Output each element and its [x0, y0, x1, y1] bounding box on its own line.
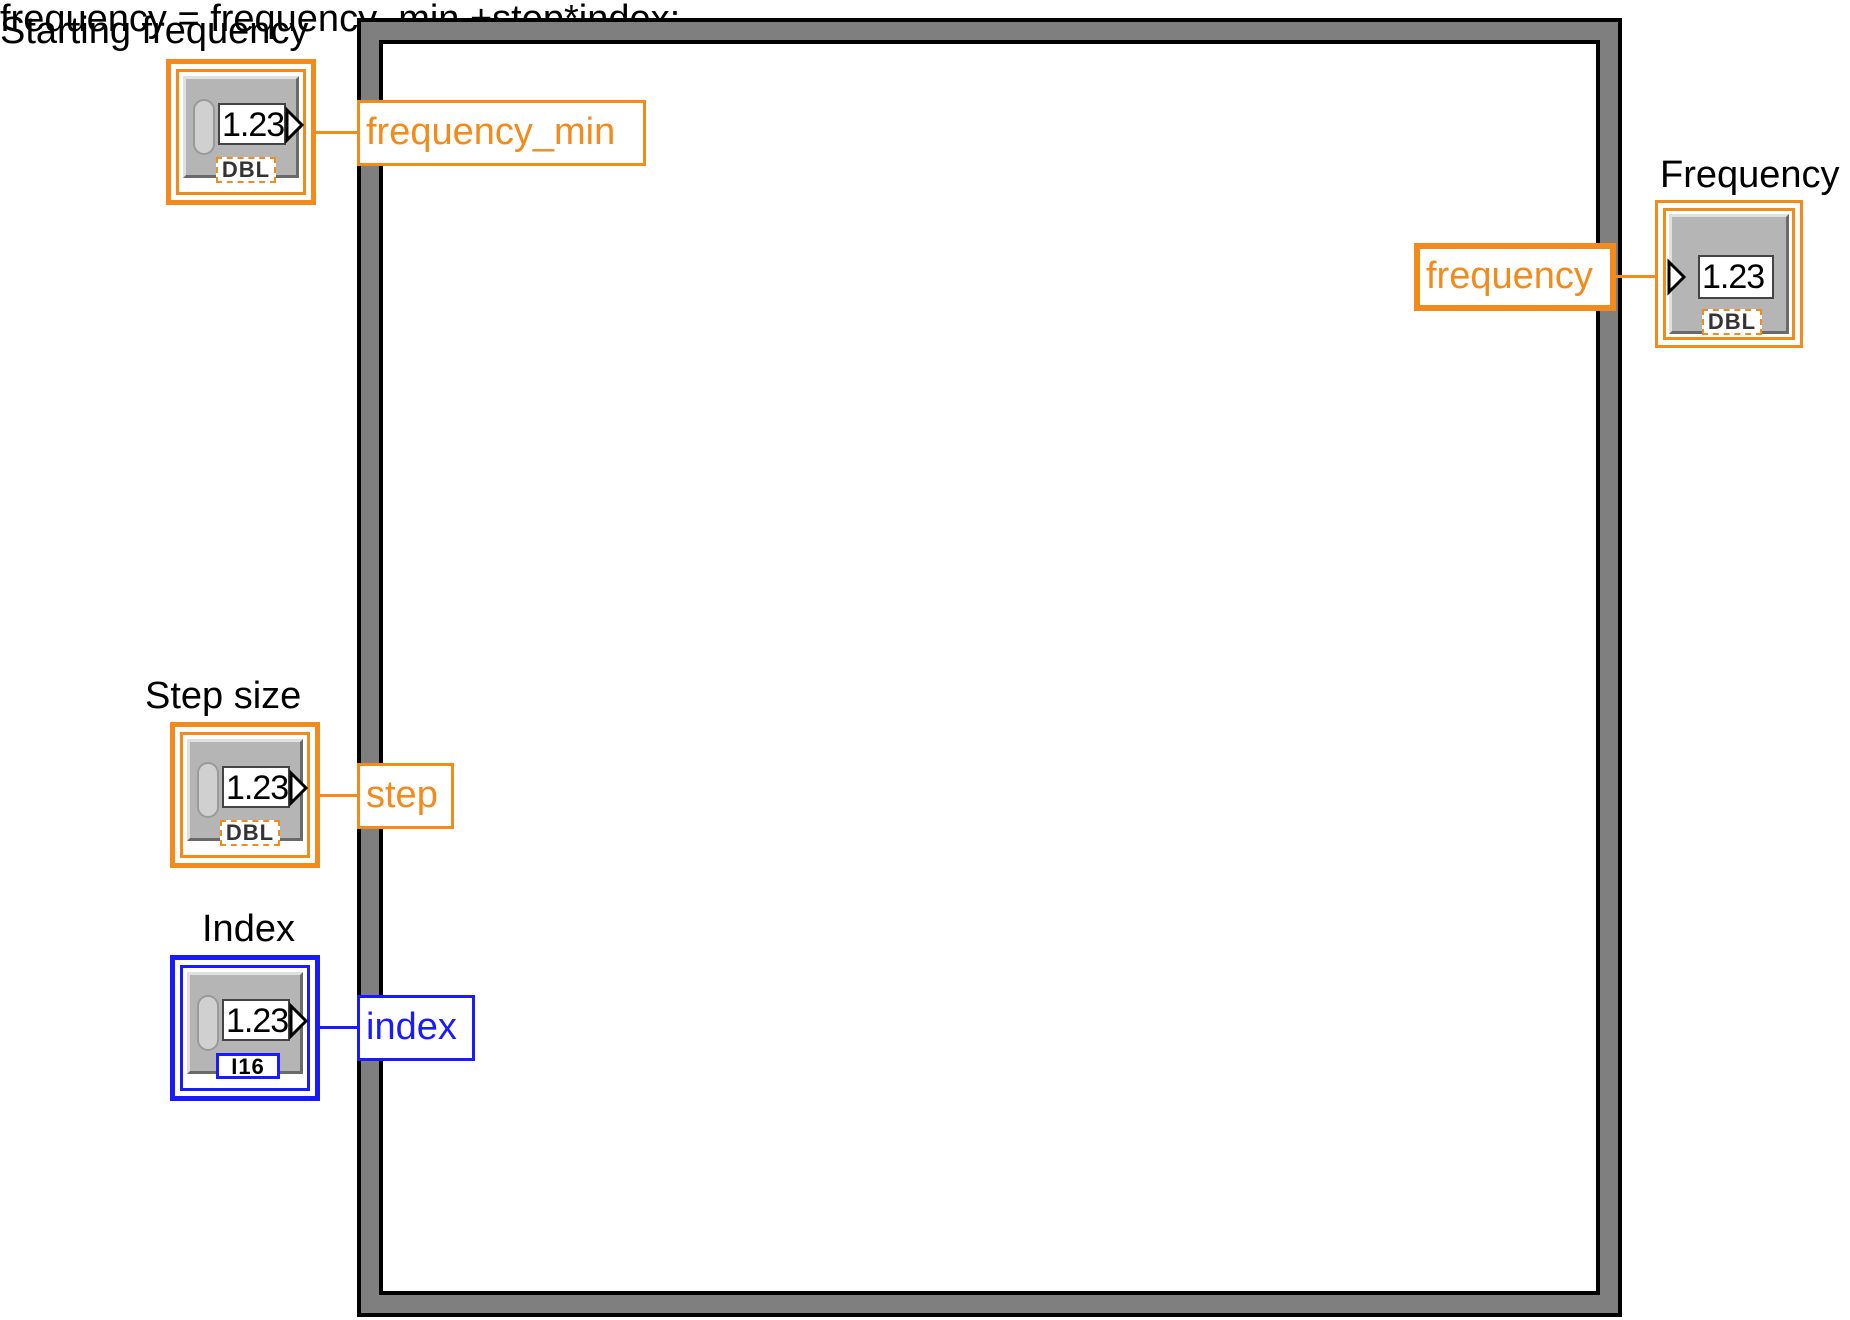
- wire-frequency: [1616, 275, 1656, 278]
- indicator-body: 1.23 DBL: [1667, 214, 1789, 335]
- input-variable-frequency-min[interactable]: frequency_min: [357, 100, 646, 166]
- output-arrow-icon: [289, 1002, 309, 1040]
- control-body: 1.23 DBL: [187, 739, 309, 846]
- datatype-tag: DBL: [216, 157, 276, 183]
- frequency-label: Frequency: [1660, 154, 1840, 196]
- input-arrow-icon: [1667, 258, 1687, 296]
- starting-frequency-control[interactable]: 1.23 DBL: [166, 59, 316, 205]
- wire-index: [320, 1026, 358, 1029]
- numeric-display: 1.23: [222, 999, 290, 1041]
- datatype-tag: DBL: [1702, 309, 1762, 335]
- input-variable-index[interactable]: index: [357, 995, 475, 1061]
- step-size-control[interactable]: 1.23 DBL: [170, 722, 320, 868]
- numeric-display: 1.23: [1698, 255, 1774, 299]
- datatype-tag: I16: [216, 1053, 280, 1079]
- increment-decrement-icon[interactable]: [197, 762, 219, 818]
- input-variable-step[interactable]: step: [357, 763, 454, 829]
- formula-node-body[interactable]: [379, 40, 1600, 1295]
- numeric-display: 1.23: [218, 103, 286, 145]
- step-size-label: Step size: [145, 675, 302, 717]
- numeric-display: 1.23: [222, 766, 290, 808]
- output-arrow-icon: [285, 106, 305, 144]
- wire-frequency-min: [316, 131, 358, 134]
- wire-step: [320, 794, 358, 797]
- starting-frequency-label: Starting frequency: [0, 10, 309, 52]
- frequency-indicator[interactable]: 1.23 DBL: [1655, 200, 1803, 348]
- datatype-tag: DBL: [220, 820, 280, 846]
- control-body: 1.23 I16: [187, 972, 309, 1079]
- index-label: Index: [202, 908, 295, 950]
- output-variable-frequency[interactable]: frequency: [1414, 243, 1616, 311]
- index-control[interactable]: 1.23 I16: [170, 955, 320, 1101]
- control-body: 1.23 DBL: [183, 76, 305, 183]
- increment-decrement-icon[interactable]: [197, 995, 219, 1051]
- output-arrow-icon: [289, 769, 309, 807]
- increment-decrement-icon[interactable]: [193, 99, 215, 155]
